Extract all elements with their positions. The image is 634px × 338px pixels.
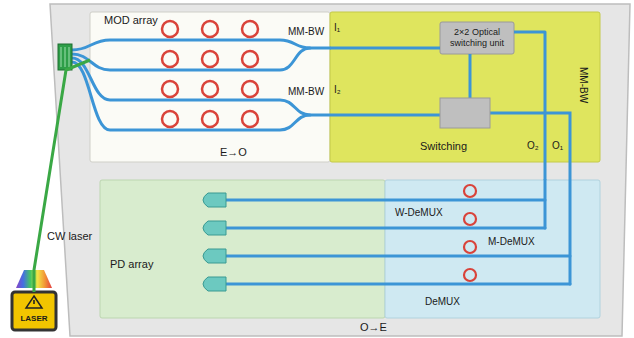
fiber-connector — [58, 44, 72, 70]
laser-box: LASER — [12, 292, 56, 330]
text-holder: PD array — [110, 258, 153, 271]
text-holder: M-DeMUX — [488, 236, 535, 248]
node-title: PD array — [110, 258, 153, 271]
chip-plate — [50, 4, 630, 336]
text-holder: MOD array — [104, 14, 158, 27]
fiber-connector — [61, 47, 62, 67]
ring-modulator — [202, 111, 218, 127]
waveguide — [544, 180, 547, 228]
switching-panel: Switching 2×2 Optical switching unit — [330, 12, 600, 162]
switching-unit: 2×2 Optical switching unit — [440, 22, 514, 54]
ring-modulator — [162, 51, 178, 67]
demux-ring — [464, 269, 476, 281]
laser-box-fill — [12, 292, 56, 330]
waveguide — [469, 54, 472, 98]
ring-modulator — [202, 81, 218, 97]
port-label: CW laser — [47, 230, 92, 243]
panel-fill — [12, 12, 600, 330]
photodetector — [203, 193, 226, 291]
label-holder: O→E — [360, 321, 387, 334]
waveguide — [72, 40, 330, 50]
label-holder: MM-BW — [288, 86, 324, 98]
port-label: I₁ — [334, 22, 340, 34]
waveguide — [225, 227, 545, 230]
waveguide — [225, 255, 570, 258]
optical-fiber — [34, 60, 90, 292]
text-holder: LASER — [12, 314, 56, 324]
node-title: LASER — [12, 314, 56, 324]
label-holder: CW laser — [47, 230, 92, 243]
node-title: 2×2 Optical switching unit — [444, 27, 510, 49]
label-holder: MM-BW — [288, 26, 324, 38]
waveguide — [225, 283, 570, 286]
node-text: M-DeMUX — [488, 236, 535, 248]
waveguide — [72, 58, 440, 115]
modulator-panel-fill — [90, 12, 330, 162]
ring-modulator — [242, 51, 258, 67]
text-holder: DeMUX — [425, 296, 460, 308]
port-label: O₁ — [552, 140, 563, 152]
waveguide-connector — [330, 47, 440, 50]
photodetector — [203, 221, 226, 235]
text-holder: E→O — [220, 146, 247, 159]
waveguide — [470, 54, 471, 98]
fiber-connector — [65, 47, 66, 67]
laser-source — [26, 296, 42, 308]
photodetector — [203, 193, 226, 207]
demux-ring — [464, 241, 476, 253]
demux-ring — [464, 185, 476, 197]
node-title: MOD array — [104, 14, 158, 27]
port-label: O₂ — [527, 140, 539, 152]
label-holder: O₁ — [552, 140, 563, 152]
label-holder: I₁ — [334, 22, 340, 34]
switching-unit-secondary — [440, 98, 490, 128]
port-label: I₂ — [334, 84, 341, 96]
ring-modulator — [242, 111, 258, 127]
ring-modulator — [162, 111, 178, 127]
switching-unit-fill — [440, 22, 514, 54]
ring-modulator — [162, 21, 178, 37]
waveguide — [72, 48, 310, 70]
node-text: DeMUX — [425, 296, 460, 308]
label-holder: MM-BW — [577, 67, 589, 103]
ring-modulator — [202, 51, 218, 67]
fiber-connector — [58, 44, 72, 70]
port-label: O→E — [360, 321, 387, 334]
switching-panel-fill — [330, 12, 600, 162]
node-title: Switching — [420, 140, 467, 153]
waveguide — [225, 199, 545, 202]
ring-modulator — [242, 21, 258, 37]
node-text: E→O — [220, 146, 247, 159]
label-holder: O₂ — [527, 140, 539, 152]
demux-panel: W-DeMUX M-DeMUX DeMUX — [385, 180, 600, 318]
photodetector — [203, 249, 226, 263]
ring-modulator — [162, 81, 178, 97]
laser-source — [33, 300, 35, 304]
demux-ring — [464, 213, 476, 225]
ring-modulator — [162, 21, 258, 127]
pd-panel: PD array — [100, 180, 385, 318]
port-label: MM-BW — [288, 86, 324, 98]
demux-ring — [464, 185, 476, 281]
text-holder: 2×2 Optical switching unit — [444, 27, 510, 49]
node-title: W-DeMUX — [395, 207, 443, 219]
text-holder: Switching — [420, 140, 467, 153]
port-label: MM-BW — [577, 67, 589, 103]
photodetector — [203, 277, 226, 291]
label-holder: I₂ — [334, 84, 341, 96]
fiber-connector — [69, 47, 70, 67]
waveguide — [72, 62, 310, 130]
text-holder: W-DeMUX — [395, 207, 443, 219]
waveguide — [72, 40, 570, 284]
ring-modulator — [202, 21, 218, 37]
waveguide-connector — [514, 32, 545, 180]
port-label: MM-BW — [288, 26, 324, 38]
ring-modulator — [242, 81, 258, 97]
